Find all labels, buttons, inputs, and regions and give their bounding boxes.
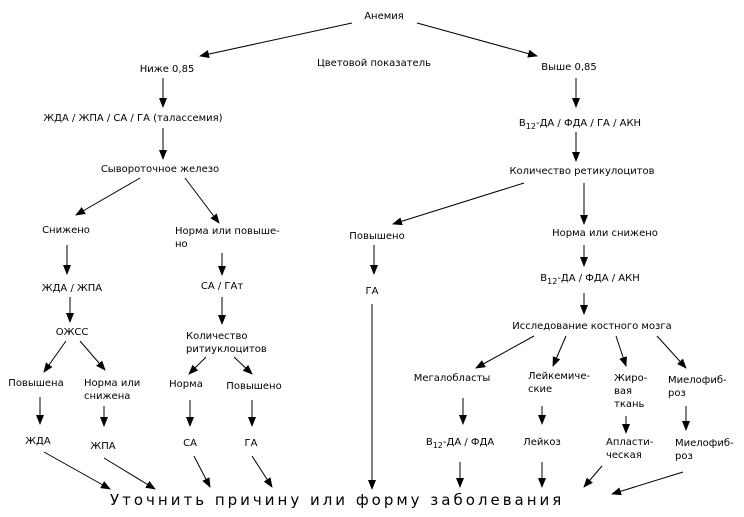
node-ga-left: ГА: [244, 438, 258, 449]
node-leukosis: Лейкоз: [523, 437, 561, 448]
node-increased-f: Повышена: [8, 378, 64, 389]
node-leukemic: Лейкемиче- ские: [528, 371, 591, 395]
node-zhda: ЖДА: [25, 436, 51, 447]
arrow: [416, 22, 538, 58]
node-fatty-tissue: Жиро- вая ткань: [614, 373, 648, 410]
node-ozhss: ОЖСС: [55, 327, 89, 338]
arrow: [552, 335, 567, 367]
node-reticulocytes: Количество ретикулоцитов: [509, 166, 655, 177]
arrow: [103, 457, 156, 490]
node-b12-fda: B12-ДА / ФДА: [425, 437, 495, 450]
arrow: [251, 455, 273, 488]
arrow: [611, 471, 684, 496]
b12-prefix: B: [518, 118, 526, 129]
node-increased-2: Повышено: [226, 381, 282, 392]
node-zhpa: ЖПА: [90, 441, 116, 452]
node-left-group: ЖДА / ЖПА / СА / ГА (талассемия): [43, 113, 223, 124]
node-above-085: Выше 0,85: [541, 62, 597, 73]
node-color-index: Цветовой показатель: [317, 58, 431, 69]
node-retic-count-left: Количество ритиуклоцитов: [186, 331, 267, 355]
node-serum-iron: Сывороточное железо: [100, 164, 220, 175]
node-b12-group: B12-ДА / ФДА / АКН: [540, 273, 640, 286]
arrow: [583, 465, 603, 488]
node-normal-or-reduced: Норма или снижено: [552, 228, 658, 239]
arrow: [75, 177, 141, 216]
arrow: [656, 335, 687, 369]
node-aplastic: Апласти- ческая: [606, 437, 654, 461]
node-anemia: Анемия: [364, 11, 404, 22]
node-normal-or-increased: Норма или повыше- но: [175, 226, 280, 250]
arrow: [392, 182, 525, 226]
arrow: [43, 340, 67, 373]
node-sa: СА: [183, 438, 197, 449]
node-norma: Норма: [169, 379, 203, 390]
node-bone-marrow: Исследование костного мозга: [512, 321, 672, 332]
arrow: [475, 335, 535, 369]
node-zhda-zhpa: ЖДА / ЖПА: [41, 283, 103, 294]
arrow: [79, 340, 106, 371]
node-below-085: Ниже 0,85: [139, 64, 195, 75]
arrow: [184, 177, 220, 224]
node-final: Уточнить причину или форму заболевания: [110, 491, 565, 509]
node-right-group: B12-ДА / ФДА / ГА / АКН: [518, 118, 642, 131]
node-reduced: Снижено: [42, 225, 90, 236]
b12-prefix: B: [425, 437, 433, 448]
arrow: [233, 356, 253, 375]
arrow: [615, 335, 627, 367]
node-normal-or-reduced-f: Норма или снижена: [84, 378, 141, 402]
node-megaloblasts: Мегалобласты: [413, 373, 491, 384]
b12-prefix: B: [540, 273, 548, 284]
node-myelofibrosis-top: Миелофиб- роз: [668, 375, 727, 399]
node-myelofibrosis-bottom: Миелофиб- роз: [675, 438, 734, 462]
arrow: [193, 455, 211, 488]
arrow: [199, 22, 353, 58]
node-increased-retic: Повышено: [349, 231, 405, 242]
arrow: [43, 451, 111, 490]
node-ga-mid: ГА: [365, 286, 379, 297]
arrow: [188, 356, 207, 375]
node-sa-gat: СА / ГАт: [200, 281, 244, 292]
